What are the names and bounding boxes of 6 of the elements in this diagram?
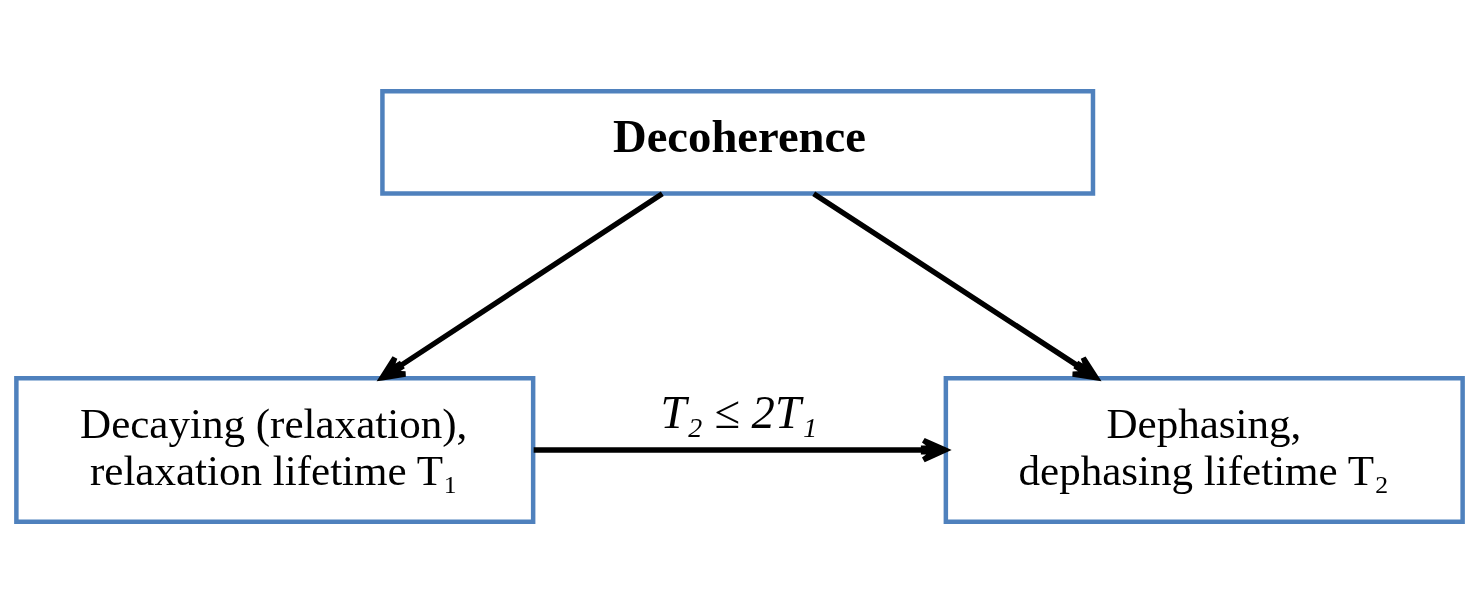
arrow <box>812 190 1099 380</box>
node-box: Decoherence <box>380 88 1096 196</box>
node-box: Decaying (relaxation), relaxation lifetime T₁ <box>14 375 536 524</box>
arrow <box>379 190 664 380</box>
edge-label: T₂ ≤ 2T₁ <box>660 385 818 438</box>
node-box: Dephasing, dephasing lifetime T₂ <box>943 375 1465 524</box>
